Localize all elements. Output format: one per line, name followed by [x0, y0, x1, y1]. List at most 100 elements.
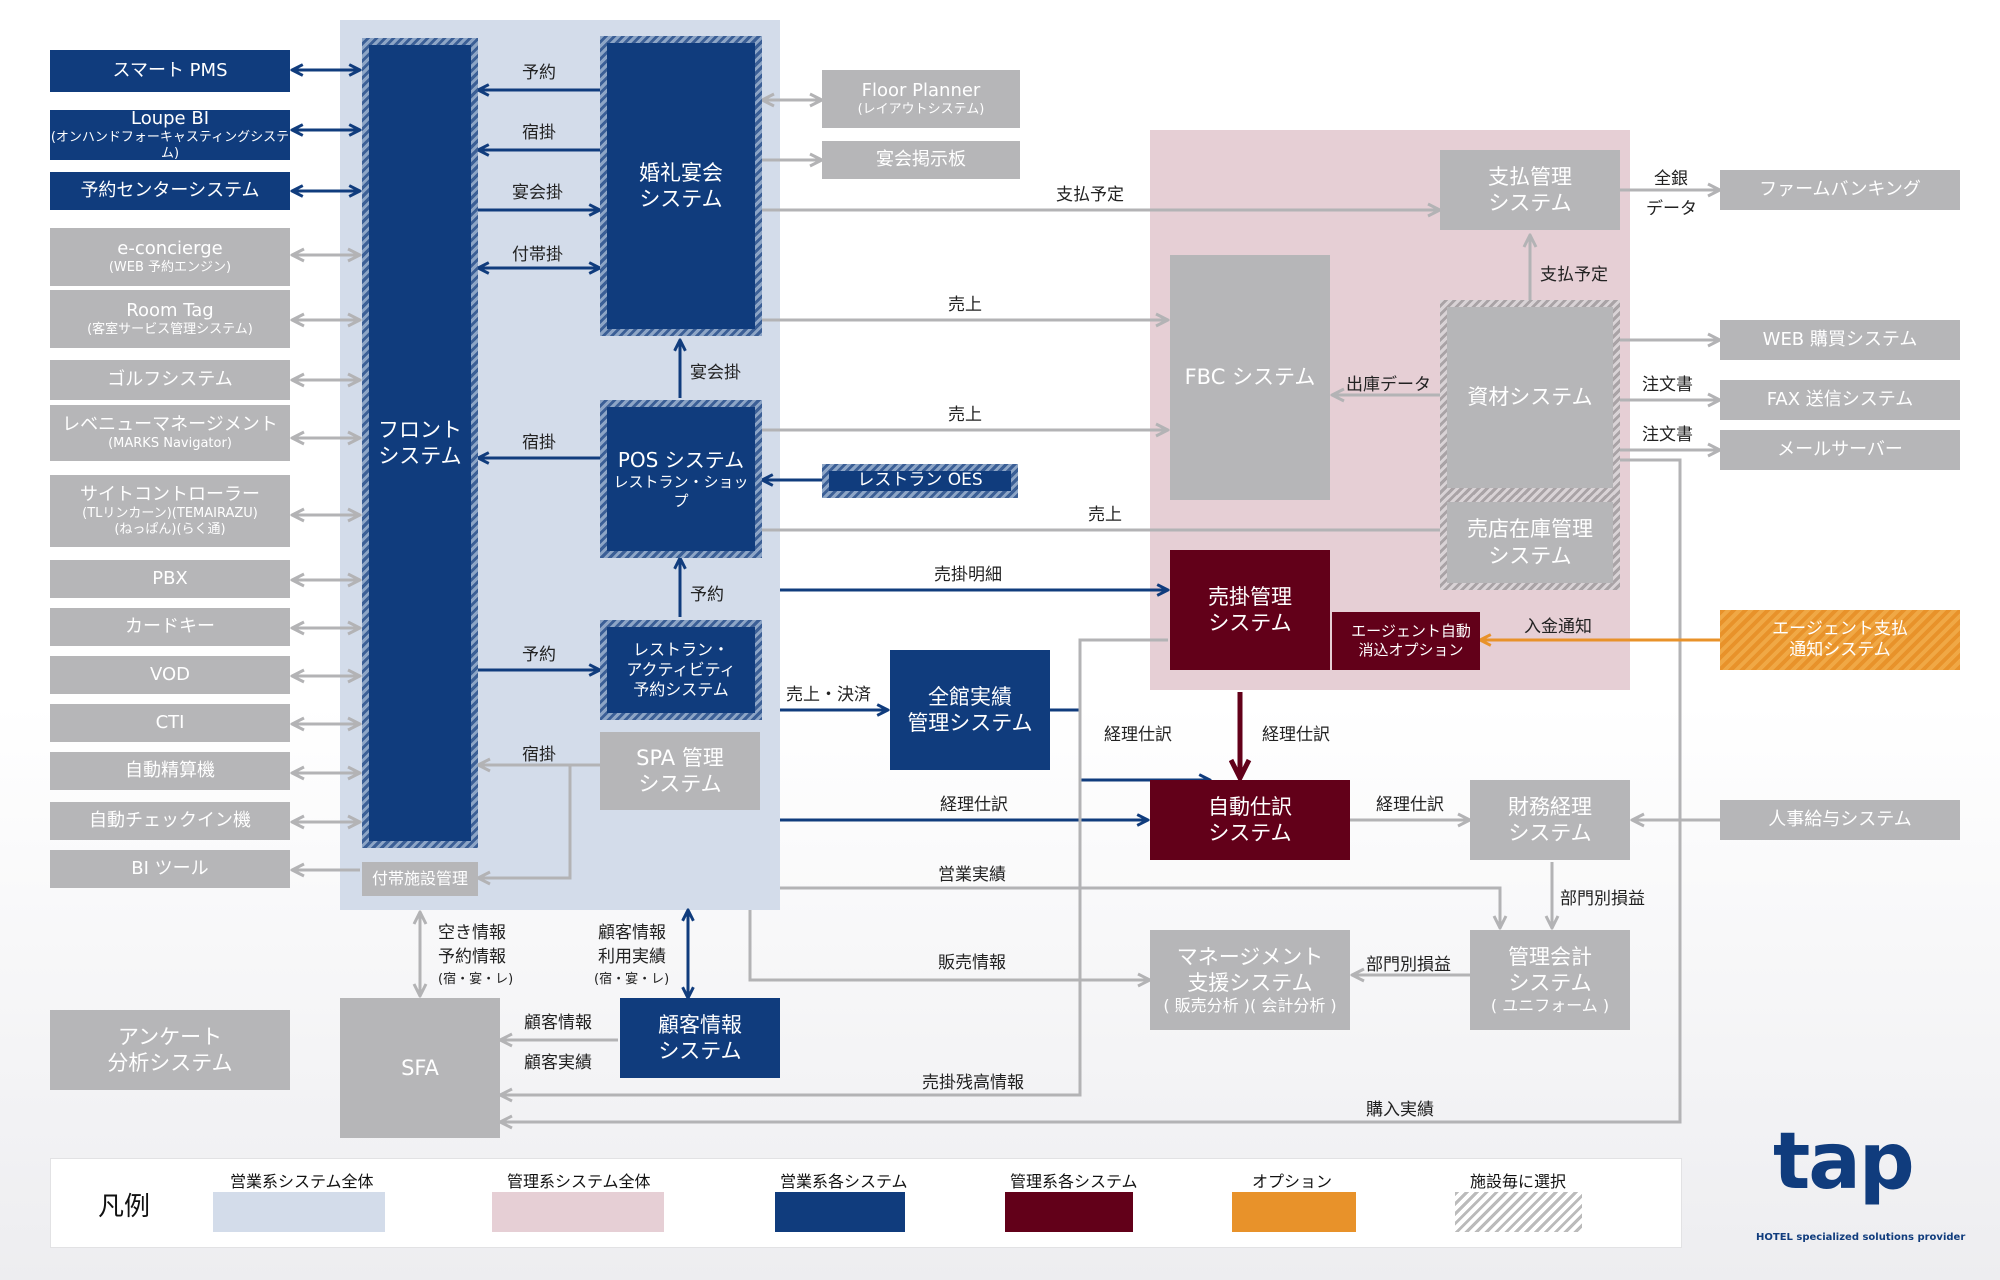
flow-label: 宿掛	[522, 433, 556, 453]
flow-label: 購入実績	[1366, 1100, 1434, 1120]
fbc-system-box: FBC システム	[1170, 255, 1330, 500]
flow-label: 予約	[522, 645, 556, 665]
flow-label: 注文書	[1642, 425, 1693, 445]
flow-label: 予約	[690, 585, 724, 605]
flow-label: 全銀	[1654, 169, 1688, 189]
legend-swatch-option	[1232, 1192, 1356, 1232]
left-system-box: Loupe BI(オンハンドフォーキャスティングシステム)	[50, 107, 290, 162]
flow-label: 入金通知	[1524, 617, 1592, 637]
flow-label: 予約	[522, 63, 556, 83]
firm-banking-box: ファームバンキング	[1720, 170, 1960, 210]
sfa-box: SFA	[340, 998, 500, 1138]
legend-swatch-sales-system	[775, 1192, 905, 1232]
total-performance-system-box: 全館実績 管理システム	[890, 650, 1050, 770]
legend-label: 営業系システム全体	[230, 1172, 374, 1191]
auto-journal-system-box: 自動仕訳 システム	[1150, 780, 1350, 860]
fuzoku-facility-box: 付帯施設管理	[362, 862, 478, 896]
floor-planner-box: Floor Planner (レイアウトシステム)	[822, 70, 1020, 128]
flow-label: 売掛残高情報	[922, 1073, 1024, 1093]
flow-label: (宿・宴・レ)	[594, 972, 670, 987]
enquete-analysis-box: アンケート 分析システム	[50, 1010, 290, 1090]
flow-label: 予約情報	[438, 947, 506, 967]
flow-label: 宿掛	[522, 745, 556, 765]
restaurant-oes-box: レストラン OES	[822, 464, 1018, 498]
logo-tagline: HOTEL specialized solutions provider	[1756, 1232, 1966, 1243]
legend-label: 施設毎に選択	[1470, 1172, 1567, 1191]
left-system-box: スマート PMS	[50, 50, 290, 92]
left-system-box: レベニューマネージメント(MARKS Navigator)	[50, 405, 290, 461]
agent-payment-notify-box: エージェント支払 通知システム	[1720, 610, 1960, 670]
flow-label: (宿・宴・レ)	[438, 972, 514, 987]
flow-label: 宴会掛	[690, 363, 741, 383]
legend-label: 営業系各システム	[780, 1172, 908, 1191]
flow-label: 支払予定	[1056, 185, 1124, 205]
flow-label: 部門別損益	[1366, 955, 1451, 975]
flow-label: 付帯掛	[512, 245, 563, 265]
flow-label: 経理仕訳	[940, 795, 1008, 815]
agent-auto-reconcile-option-box: エージェント自動 消込オプション	[1332, 612, 1480, 670]
left-system-box: サイトコントローラー(TLリンカーン)(TEMAIRAZU)(ねっぱん)(らく通…	[50, 475, 290, 547]
receivables-management-box: 売掛管理 システム	[1170, 550, 1330, 670]
flow-label: 顧客実績	[524, 1053, 592, 1073]
management-accounting-box: 管理会計 システム ( ユニフォーム )	[1470, 930, 1630, 1030]
flow-label: 売上	[948, 295, 982, 315]
flow-label: 部門別損益	[1560, 889, 1645, 909]
restaurant-activity-booking-box: レストラン・ アクティビティ 予約システム	[600, 620, 762, 720]
flow-label: 注文書	[1642, 375, 1693, 395]
flow-label: 営業実績	[938, 865, 1006, 885]
legend-swatch-mgmt-system	[1005, 1192, 1133, 1232]
left-system-box: 自動精算機	[50, 752, 290, 790]
flow-label: 支払予定	[1540, 265, 1608, 285]
left-system-box: BI ツール	[50, 850, 290, 888]
legend-swatch-facility-select	[1455, 1192, 1582, 1232]
flow-label: 売上・決済	[786, 685, 871, 705]
left-system-box: 予約センターシステム	[50, 172, 290, 210]
flow-label: 利用実績	[598, 947, 666, 967]
financial-accounting-box: 財務経理 システム	[1470, 780, 1630, 860]
legend-swatch-sales-area	[213, 1192, 385, 1232]
flow-label: 売上	[948, 405, 982, 425]
left-system-box: VOD	[50, 656, 290, 694]
spa-management-box: SPA 管理 システム	[600, 732, 760, 810]
legend-title: 凡例	[98, 1192, 151, 1222]
flow-label: 出庫データ	[1346, 375, 1431, 395]
flow-label: 経理仕訳	[1262, 725, 1330, 745]
flow-label: 宿掛	[522, 123, 556, 143]
shop-inventory-box: 売店在庫管理 システム	[1440, 495, 1620, 590]
flow-label: 売上	[1088, 505, 1122, 525]
flow-label: データ	[1646, 199, 1697, 219]
left-system-box: 自動チェックイン機	[50, 802, 290, 840]
front-system-box: フロント システム	[362, 38, 478, 848]
legend-label: 管理系各システム	[1010, 1172, 1138, 1191]
legend-label: 管理系システム全体	[507, 1172, 651, 1191]
mail-server-box: メールサーバー	[1720, 430, 1960, 470]
web-purchase-box: WEB 購買システム	[1720, 320, 1960, 360]
fax-system-box: FAX 送信システム	[1720, 380, 1960, 420]
payment-management-box: 支払管理 システム	[1440, 150, 1620, 230]
tap-logo: tap	[1773, 1117, 1915, 1207]
flow-label: 顧客情報	[524, 1013, 592, 1033]
flow-label: 経理仕訳	[1376, 795, 1444, 815]
flow-label: 売掛明細	[934, 565, 1002, 585]
legend-label: オプション	[1252, 1172, 1333, 1191]
left-system-box: ゴルフシステム	[50, 360, 290, 400]
left-system-box: カードキー	[50, 608, 290, 646]
left-system-box: PBX	[50, 560, 290, 598]
wedding-banquet-system-box: 婚礼宴会 システム	[600, 36, 762, 336]
banquet-board-box: 宴会掲示板	[822, 141, 1020, 179]
flow-label: 販売情報	[938, 953, 1006, 973]
flow-label: 空き情報	[438, 923, 506, 943]
management-support-box: マネージメント 支援システム ( 販売分析 )( 会計分析 )	[1150, 930, 1350, 1030]
flow-label: 顧客情報	[598, 923, 666, 943]
left-system-box: CTI	[50, 704, 290, 742]
flow-label: 経理仕訳	[1104, 725, 1172, 745]
materials-system-box: 資材システム	[1440, 300, 1620, 495]
left-system-box: Room Tag(客室サービス管理システム)	[50, 290, 290, 348]
left-system-box: e-concierge(WEB 予約エンジン)	[50, 228, 290, 286]
customer-info-system-box: 顧客情報 システム	[620, 998, 780, 1078]
pos-system-box: POS システム レストラン・ショップ	[600, 400, 762, 558]
legend-swatch-mgmt-area	[492, 1192, 664, 1232]
hr-payroll-box: 人事給与システム	[1720, 800, 1960, 840]
flow-label: 宴会掛	[512, 183, 563, 203]
